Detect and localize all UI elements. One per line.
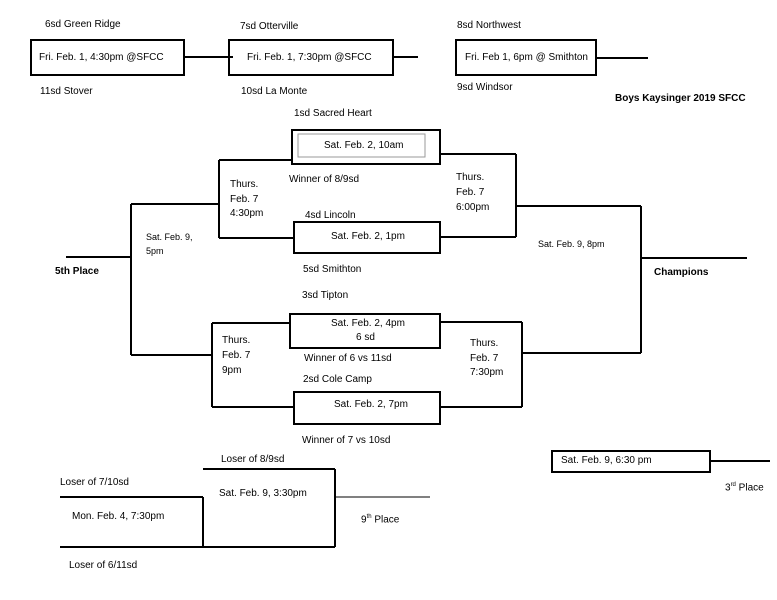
play-in-2-bottom-team: 10sd La Monte xyxy=(241,86,308,97)
sf-right-top-time: 6:00pm xyxy=(456,202,490,213)
play-in-3-bottom-team: 9sd Windsor xyxy=(457,82,513,93)
consolation-first-top-team: Loser of 7/10sd xyxy=(60,477,129,488)
consolation-first-game: Mon. Feb. 4, 7:30pm xyxy=(72,511,165,522)
fifth-place-label: 5th Place xyxy=(55,266,99,277)
play-in-2-top-team: 7sd Otterville xyxy=(240,21,299,32)
sf-right-top-day: Thurs. xyxy=(456,172,485,183)
sf-right-bottom-date: Feb. 7 xyxy=(470,353,499,364)
qf-2-bottom-team: 5sd Smithton xyxy=(303,264,362,275)
sf-left-bottom-time: 9pm xyxy=(222,365,242,376)
championship-game: Sat. Feb. 9, 8pm xyxy=(538,239,605,249)
sf-right-bottom-time: 7:30pm xyxy=(470,367,504,378)
qf-3-game-seed: 6 sd xyxy=(356,332,375,343)
consolation-first-bottom-team: Loser of 6/11sd xyxy=(69,560,138,571)
qf-box-3 xyxy=(289,313,441,349)
bracket-title: Boys Kaysinger 2019 SFCC xyxy=(615,93,746,104)
qf-4-game: Sat. Feb. 2, 7pm xyxy=(334,399,408,410)
sf-left-top-time: 4:30pm xyxy=(230,208,264,219)
qf-3-top-team: 3sd Tipton xyxy=(302,290,349,301)
sf-left-bottom-day: Thurs. xyxy=(222,335,251,346)
play-in-1-bottom-team: 11sd Stover xyxy=(40,86,93,97)
qf-1-game: Sat. Feb. 2, 10am xyxy=(324,140,404,151)
consolation-game: Sat. Feb. 9, 3:30pm xyxy=(219,488,307,499)
play-in-3-top-team: 8sd Northwest xyxy=(457,20,521,31)
sf-left-top-day: Thurs. xyxy=(230,179,259,190)
play-in-1-top-team: 6sd Green Ridge xyxy=(45,19,121,30)
fifth-place-time: 5pm xyxy=(146,246,164,256)
play-in-2-game: Fri. Feb. 1, 7:30pm @SFCC xyxy=(247,52,372,63)
qf-4-top-team: 2sd Cole Camp xyxy=(303,374,372,385)
sf-left-bottom-date: Feb. 7 xyxy=(222,350,251,361)
third-place-label: 3rd Place xyxy=(725,482,764,494)
qf-3-game: Sat. Feb. 2, 4pm xyxy=(331,318,405,329)
sf-right-bottom-day: Thurs. xyxy=(470,338,499,349)
qf-1-top-team: 1sd Sacred Heart xyxy=(294,108,372,119)
qf-box-1 xyxy=(291,129,441,165)
qf-1-bottom-team: Winner of 8/9sd xyxy=(289,174,360,185)
consolation-top-team: Loser of 8/9sd xyxy=(221,454,285,465)
qf-2-top-team: 4sd Lincoln xyxy=(305,210,356,221)
qf-2-game: Sat. Feb. 2, 1pm xyxy=(331,231,405,242)
qf-4-bottom-team: Winner of 7 vs 10sd xyxy=(302,435,391,446)
sf-right-top-date: Feb. 7 xyxy=(456,187,485,198)
championship-label: Champions xyxy=(654,267,709,278)
ninth-place-label: 9th Place xyxy=(361,514,400,526)
play-in-1-game: Fri. Feb. 1, 4:30pm @SFCC xyxy=(39,52,164,63)
third-place-game: Sat. Feb. 9, 6:30 pm xyxy=(561,455,652,466)
fifth-place-game: Sat. Feb. 9, xyxy=(146,232,193,242)
sf-left-top-date: Feb. 7 xyxy=(230,194,259,205)
qf-3-bottom-team: Winner of 6 vs 11sd xyxy=(304,353,392,364)
play-in-3-game: Fri. Feb 1, 6pm @ Smithton xyxy=(465,52,588,63)
